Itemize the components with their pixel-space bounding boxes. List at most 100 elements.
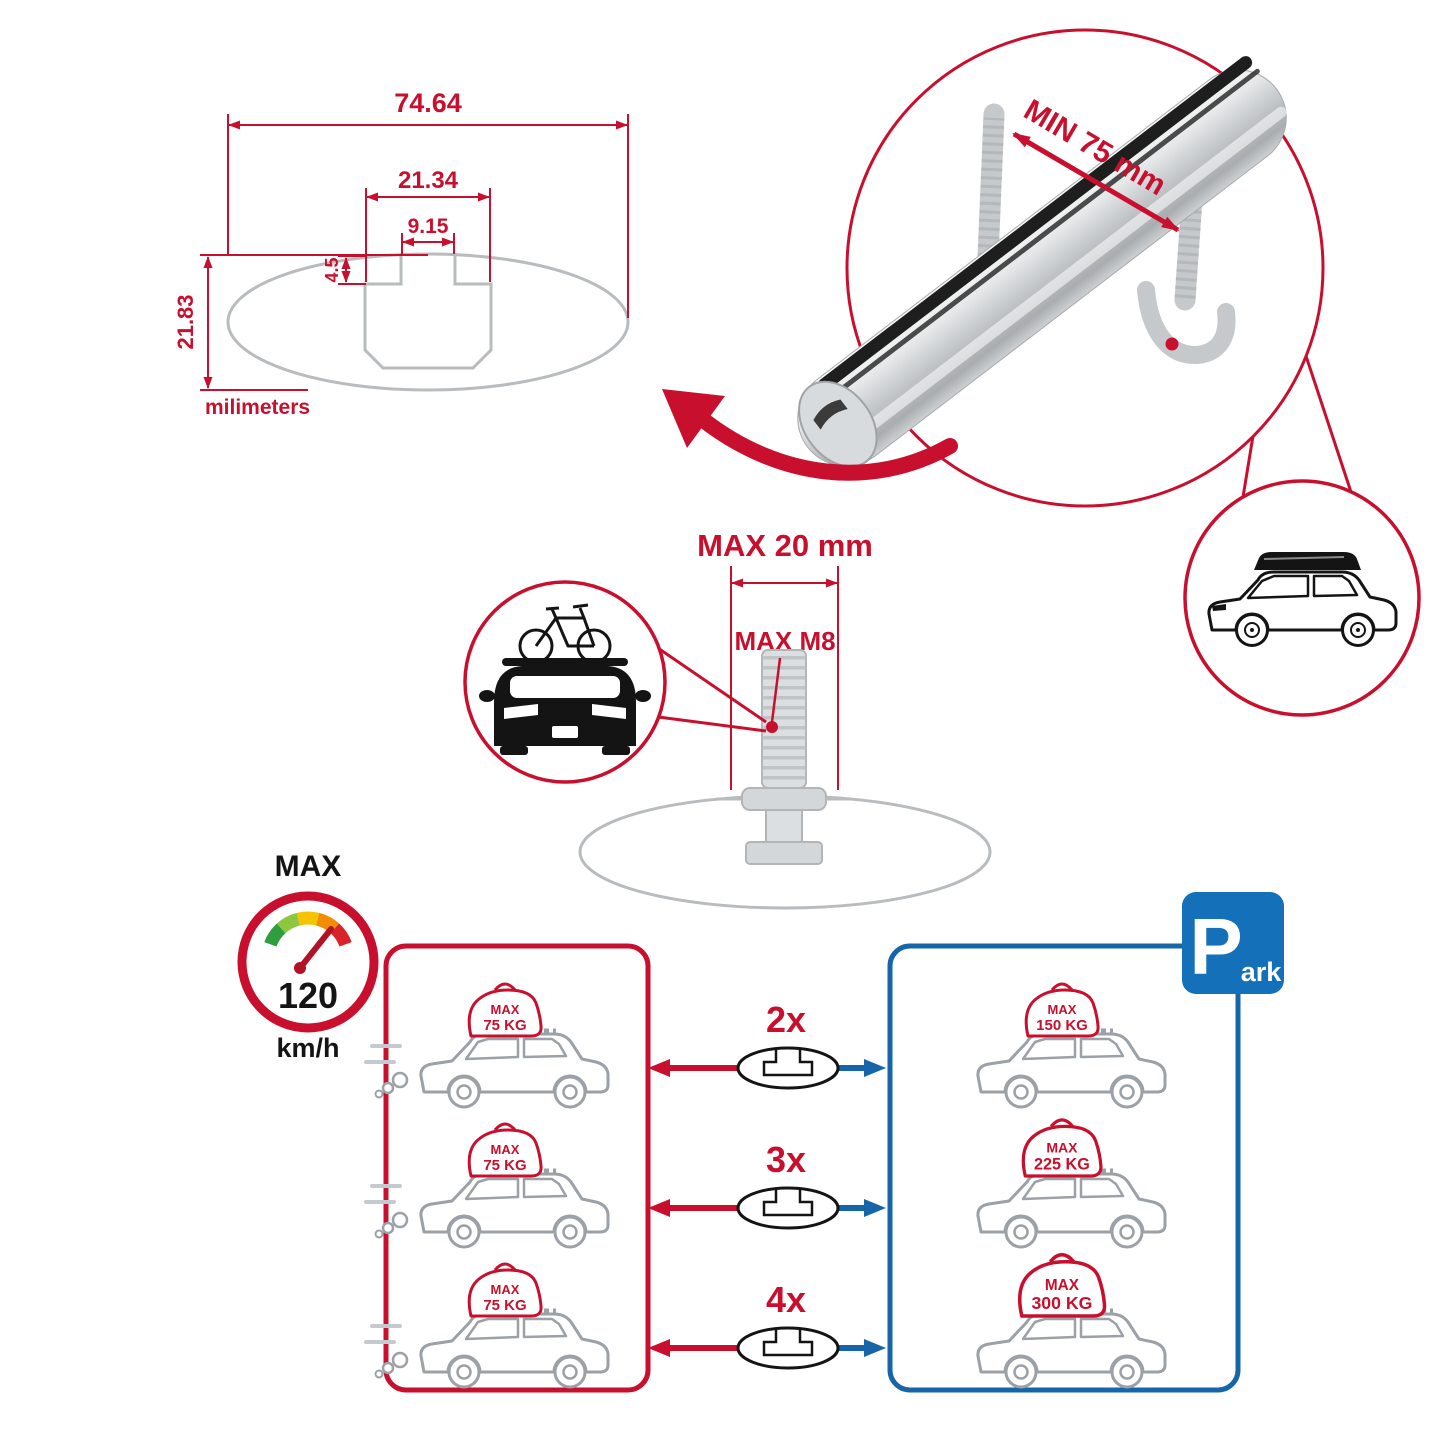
- bar-end-slot: [813, 399, 848, 430]
- bag-max-label: MAX: [491, 1142, 520, 1157]
- gauge-needle: [297, 926, 334, 971]
- bike-car-circle: [463, 580, 767, 784]
- bag-weight-label: 150 KG: [1036, 1017, 1088, 1034]
- suv-rear-window: [1246, 574, 1310, 600]
- dim-slot-width: 9.15: [408, 215, 449, 238]
- bolt-stem: [765, 809, 803, 843]
- suv-front-window: [1312, 574, 1359, 598]
- bar-end-face: [798, 380, 878, 468]
- bag-max-label: MAX: [491, 1282, 520, 1297]
- gauge-value: 120: [278, 975, 338, 1016]
- callout-line: [651, 642, 767, 724]
- bar-profile-icon: [736, 1326, 840, 1370]
- dim-total-width: 74.64: [394, 88, 462, 118]
- bag-max-label: MAX: [491, 1002, 520, 1017]
- rear-hub-dot: [1250, 628, 1254, 632]
- suv-roofbox-circle: [1183, 479, 1421, 717]
- bag-max-label: MAX: [1046, 1139, 1078, 1155]
- crossbar-ellipse-outline: [226, 252, 630, 392]
- gauge-seg-yellow: [296, 911, 320, 926]
- driving-bag-3: MAX 75 KG: [467, 1262, 543, 1318]
- callout-line: [1304, 355, 1353, 493]
- bolt-diagram: MAX 20 mm MAX M8: [578, 528, 992, 910]
- license-plate: [552, 726, 578, 738]
- bag-weight-label: 75 KG: [483, 1017, 526, 1034]
- dim-lip-height: 4.5: [322, 257, 342, 282]
- park-sign: P ark: [1182, 892, 1284, 994]
- gauge-title: MAX: [275, 850, 342, 883]
- mirror-left: [479, 690, 495, 702]
- gauge-seg-green: [264, 923, 286, 947]
- gauge-seg-orange: [315, 912, 340, 934]
- bar-profile-icon: [736, 1186, 840, 1230]
- dim-inner-width: 21.34: [398, 167, 459, 194]
- max-length-label: MAX 20 mm: [697, 528, 873, 563]
- swoosh-curve: [698, 414, 958, 481]
- bag-max-label: MAX: [1048, 1002, 1077, 1017]
- bar-profile-icon: [736, 1046, 840, 1090]
- mirror-right: [635, 690, 651, 702]
- bar-highlight: [863, 106, 1287, 434]
- driving-bag-1: MAX 75 KG: [467, 982, 543, 1038]
- units-label: milimeters: [205, 396, 310, 419]
- headlight-right: [592, 704, 626, 719]
- suv-roofbox-icon: [1207, 552, 1398, 647]
- t-slot-nut: [745, 841, 823, 865]
- roof-box-highlight: [1263, 556, 1345, 560]
- driving-bag-2: MAX 75 KG: [467, 1122, 543, 1178]
- wheel-left: [500, 746, 528, 755]
- bar-count-row-2: 3x: [648, 1139, 886, 1230]
- bar-count-row-3: 4x: [648, 1279, 886, 1370]
- crossbar-profile-channel: [363, 256, 493, 370]
- headlight-left: [504, 704, 538, 719]
- clamp-rod-left-thread: [977, 117, 1005, 257]
- bike-seat: [545, 606, 560, 619]
- swoosh-arrowhead: [662, 389, 725, 448]
- bar-count-label: 4x: [766, 1279, 806, 1320]
- park-sign-suffix: ark: [1241, 957, 1283, 987]
- bag-weight-label: 225 KG: [1034, 1156, 1090, 1174]
- park-sign-plate: [1182, 892, 1284, 994]
- clamp-hook: [1137, 281, 1236, 364]
- car-front-icon: [479, 658, 651, 755]
- bolt-flange: [741, 787, 827, 811]
- bar-count-label: 3x: [766, 1139, 806, 1180]
- speed-limit-gauge: MAX 120 km/h: [237, 850, 379, 1063]
- driving-panel: MAX 75 KG MAX 75 KG MAX 75 KG: [366, 943, 651, 1393]
- parked-panel: MAX 150 KG MAX 225 KG MAX 300 KG P ark: [887, 892, 1284, 1393]
- callout-line: [1241, 435, 1255, 498]
- bag-weight-label: 75 KG: [483, 1157, 526, 1174]
- parked-bag-3: MAX 300 KG: [1017, 1252, 1107, 1318]
- bag-weight-label: 300 KG: [1031, 1293, 1092, 1313]
- gauge-needle-hub: [294, 962, 306, 974]
- clamp-point-dot: [1165, 337, 1179, 351]
- bar-count-label: 2x: [766, 999, 806, 1040]
- gauge-seg-lime: [276, 912, 301, 934]
- callout-line: [642, 713, 767, 733]
- bag-weight-label: 75 KG: [483, 1297, 526, 1314]
- parked-bag-2: MAX 225 KG: [1021, 1118, 1103, 1178]
- wheel-right: [602, 746, 630, 755]
- dim-total-height: 21.83: [173, 294, 198, 349]
- bar-count-rows: 2x 3x 4x: [648, 999, 886, 1370]
- roof-box: [1254, 552, 1361, 570]
- bike-handlebar: [572, 603, 589, 619]
- clamp-rod-left: [977, 103, 1005, 269]
- gauge-unit: km/h: [276, 1033, 339, 1063]
- gauge-seg-red: [330, 923, 352, 947]
- windshield: [510, 676, 620, 698]
- cross-section-diagram: 74.64 21.34 9.15 4.5 21.83 milimeters: [173, 88, 630, 419]
- closeup-to-section-arrow: [662, 389, 958, 481]
- park-sign-letter: P: [1189, 902, 1242, 991]
- bar-closeup: MIN 75 mm: [797, 28, 1325, 508]
- front-hub-dot: [1356, 628, 1360, 632]
- bike-frame: [534, 616, 596, 648]
- headlight: [1212, 604, 1226, 611]
- bag-max-label: MAX: [1045, 1277, 1080, 1294]
- min-spacing-arrow: [1012, 131, 1180, 233]
- thread-point-dot: [766, 721, 778, 733]
- leader-line: [770, 657, 782, 723]
- car-roof-rails: [502, 658, 628, 666]
